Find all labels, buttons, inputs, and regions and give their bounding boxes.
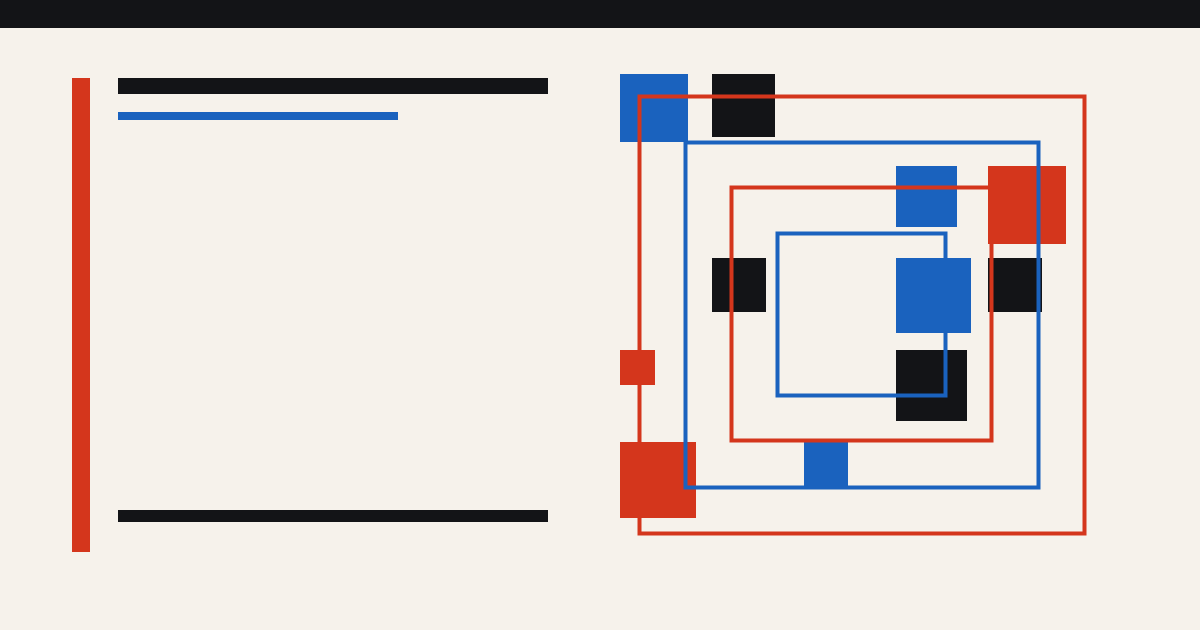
block-blue-upper-mid	[896, 166, 957, 227]
top-bar	[0, 0, 1200, 28]
block-blue-center	[896, 258, 971, 333]
block-black-mid-right	[988, 258, 1042, 312]
block-red-upper-right	[988, 166, 1066, 244]
block-blue-topleft	[620, 74, 688, 142]
subtitle-rule	[118, 112, 398, 120]
block-black-mid-left	[712, 258, 766, 312]
frame-red-third	[729, 185, 994, 443]
frame-blue-second	[683, 140, 1041, 490]
block-red-bottom-left	[620, 442, 696, 518]
block-black-lower-center	[896, 350, 967, 421]
block-blue-bottom	[804, 442, 848, 488]
frame-blue-inner	[775, 231, 948, 398]
accent-bar	[72, 78, 90, 552]
footer-rule	[118, 510, 548, 522]
title-rule	[118, 78, 548, 94]
frame-red-outer	[637, 94, 1087, 536]
block-black-top	[712, 74, 775, 137]
